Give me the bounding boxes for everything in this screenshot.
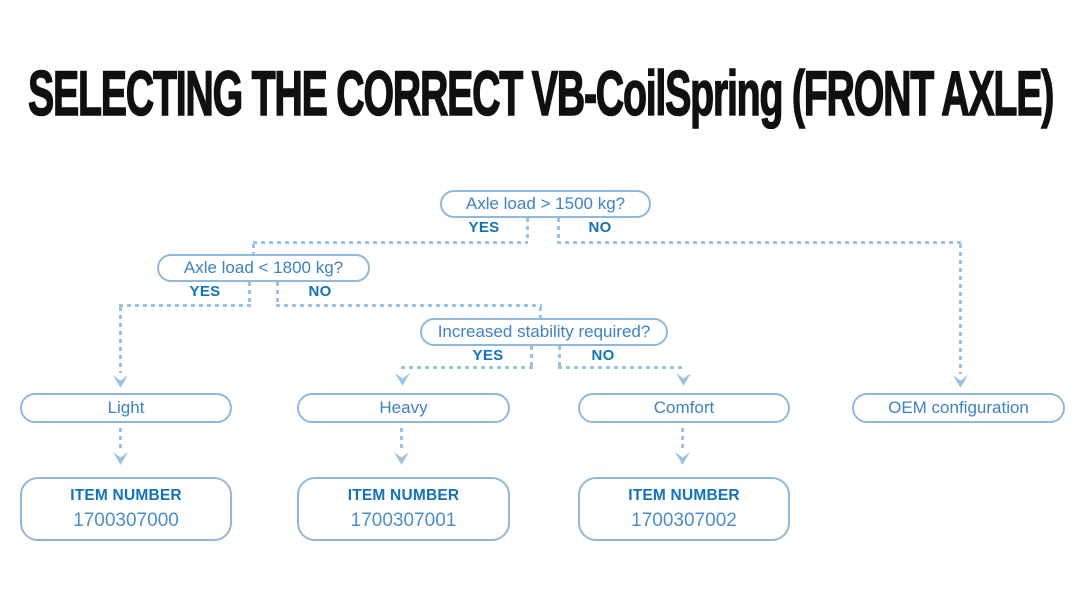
decision-box-axle-load-1500: Axle load > 1500 kg? bbox=[440, 190, 651, 218]
item-number-box-light: ITEM NUMBER 1700307000 bbox=[20, 477, 232, 541]
arrow-down-icon-item-light bbox=[113, 452, 128, 465]
connector-light-to-item bbox=[119, 428, 122, 452]
page-title: SELECTING THE CORRECT VB-CoilSpring (FRO… bbox=[28, 59, 1055, 129]
no-label-d1: NO bbox=[588, 219, 612, 236]
decision-question-axle-load-1500: Axle load > 1500 kg? bbox=[465, 194, 626, 213]
result-box-heavy: Heavy bbox=[297, 393, 510, 423]
connector-d1-no-horizontal bbox=[557, 241, 961, 244]
arrow-down-icon-light bbox=[113, 375, 128, 388]
item-number-label-light: ITEM NUMBER bbox=[70, 486, 182, 504]
result-box-oem: OEM configuration bbox=[852, 393, 1065, 423]
decision-question-stability: Increased stability required? bbox=[437, 322, 651, 341]
connector-drop-to-oem bbox=[959, 244, 962, 374]
result-label-comfort: Comfort bbox=[653, 398, 715, 417]
no-label-d2: NO bbox=[308, 283, 332, 300]
result-label-heavy: Heavy bbox=[379, 398, 428, 417]
connector-d1-no-stub bbox=[557, 218, 560, 241]
item-number-label-comfort: ITEM NUMBER bbox=[628, 486, 740, 504]
yes-label-d3: YES bbox=[472, 347, 504, 364]
connector-d3-yes-stub bbox=[530, 346, 533, 366]
connector-heavy-to-item bbox=[400, 428, 403, 452]
decision-question-axle-load-1800: Axle load < 1800 kg? bbox=[183, 258, 344, 277]
result-label-oem: OEM configuration bbox=[888, 398, 1029, 417]
result-label-light: Light bbox=[107, 398, 145, 417]
yes-label-d1: YES bbox=[468, 219, 500, 236]
item-number-label-heavy: ITEM NUMBER bbox=[347, 486, 460, 504]
connector-d2-no-stub bbox=[276, 282, 279, 304]
arrow-down-icon-oem bbox=[953, 375, 968, 388]
connector-d2-yes-horizontal bbox=[119, 304, 251, 307]
connector-d3-no-horizontal bbox=[558, 366, 685, 369]
connector-d3-yes-horizontal bbox=[401, 366, 533, 369]
arrow-down-icon-item-heavy bbox=[394, 452, 409, 465]
connector-drop-to-d2 bbox=[252, 244, 255, 254]
connector-comfort-to-item bbox=[681, 428, 684, 452]
item-number-box-heavy: ITEM NUMBER 1700307001 bbox=[297, 477, 510, 541]
no-label-d3: NO bbox=[591, 347, 615, 364]
item-number-value-comfort: 1700307002 bbox=[631, 509, 737, 531]
yes-label-d2: YES bbox=[189, 283, 221, 300]
arrow-down-icon-item-comfort bbox=[675, 452, 690, 465]
item-number-value-light: 1700307000 bbox=[73, 509, 179, 531]
connector-d1-yes-stub bbox=[526, 218, 529, 241]
arrow-down-icon-comfort bbox=[676, 373, 691, 386]
decision-box-stability: Increased stability required? bbox=[420, 318, 668, 346]
connector-d1-yes-horizontal bbox=[253, 241, 528, 244]
connector-drop-to-light bbox=[119, 307, 122, 373]
connector-d2-no-horizontal bbox=[276, 304, 542, 307]
item-number-box-comfort: ITEM NUMBER 1700307002 bbox=[578, 477, 790, 541]
connector-drop-to-d3 bbox=[539, 307, 542, 318]
connector-d2-yes-stub bbox=[248, 282, 251, 304]
arrow-down-icon-heavy bbox=[395, 373, 410, 386]
result-box-light: Light bbox=[20, 393, 232, 423]
result-box-comfort: Comfort bbox=[578, 393, 790, 423]
connector-d3-no-stub bbox=[558, 346, 561, 366]
decision-box-axle-load-1800: Axle load < 1800 kg? bbox=[157, 254, 370, 282]
item-number-value-heavy: 1700307001 bbox=[350, 509, 457, 531]
